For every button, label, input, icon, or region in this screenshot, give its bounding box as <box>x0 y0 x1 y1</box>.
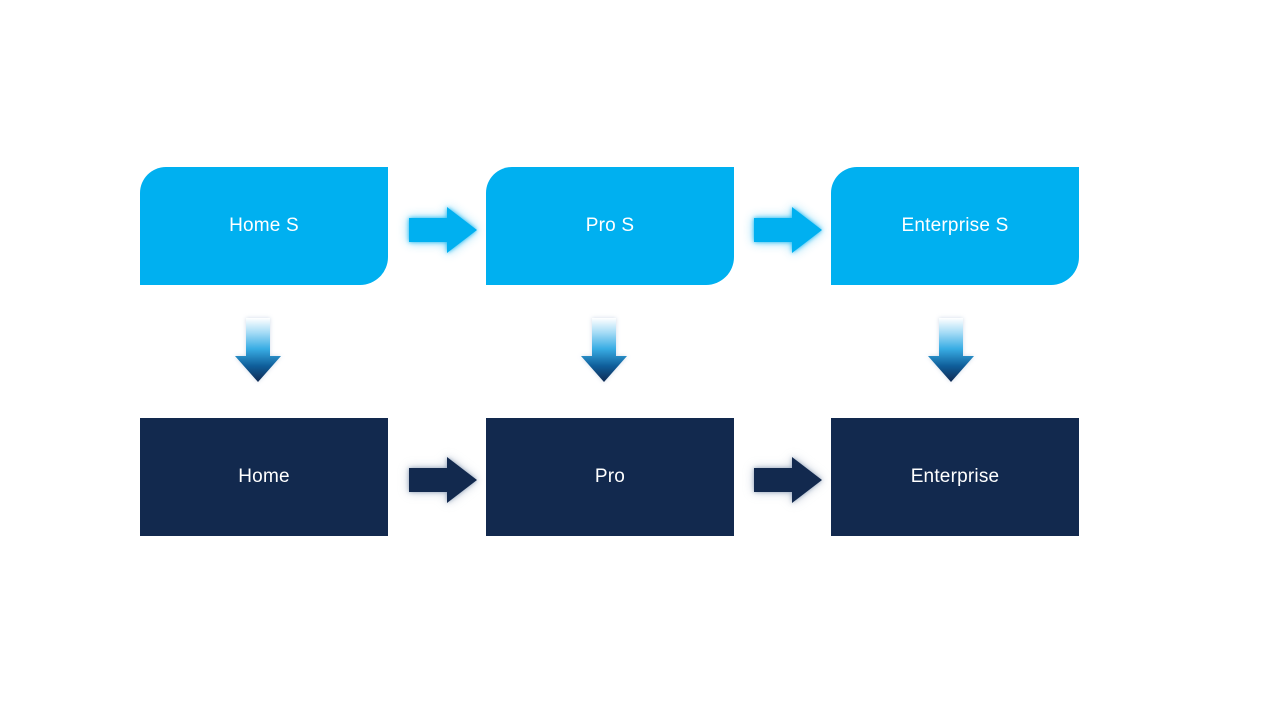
node-home: Home <box>140 418 388 536</box>
node-label: Home S <box>229 215 299 236</box>
node-pro-s: Pro S <box>486 167 734 285</box>
node-pro: Pro <box>486 418 734 536</box>
node-label: Enterprise S <box>901 215 1009 236</box>
down-arrow-icon <box>581 318 627 382</box>
right-arrow-icon <box>409 457 477 503</box>
node-enterprise: Enterprise <box>831 418 1079 536</box>
node-enterprise-s: Enterprise S <box>831 167 1079 285</box>
right-arrow-icon <box>409 207 477 253</box>
right-arrow-icon <box>754 457 822 503</box>
right-arrow-icon <box>754 207 822 253</box>
node-label: Pro <box>594 466 626 487</box>
node-label: Enterprise <box>910 466 1000 487</box>
down-arrow-icon <box>928 318 974 382</box>
node-label: Home <box>238 466 290 487</box>
down-arrow-icon <box>235 318 281 382</box>
node-home-s: Home S <box>140 167 388 285</box>
node-label: Pro S <box>585 215 635 236</box>
